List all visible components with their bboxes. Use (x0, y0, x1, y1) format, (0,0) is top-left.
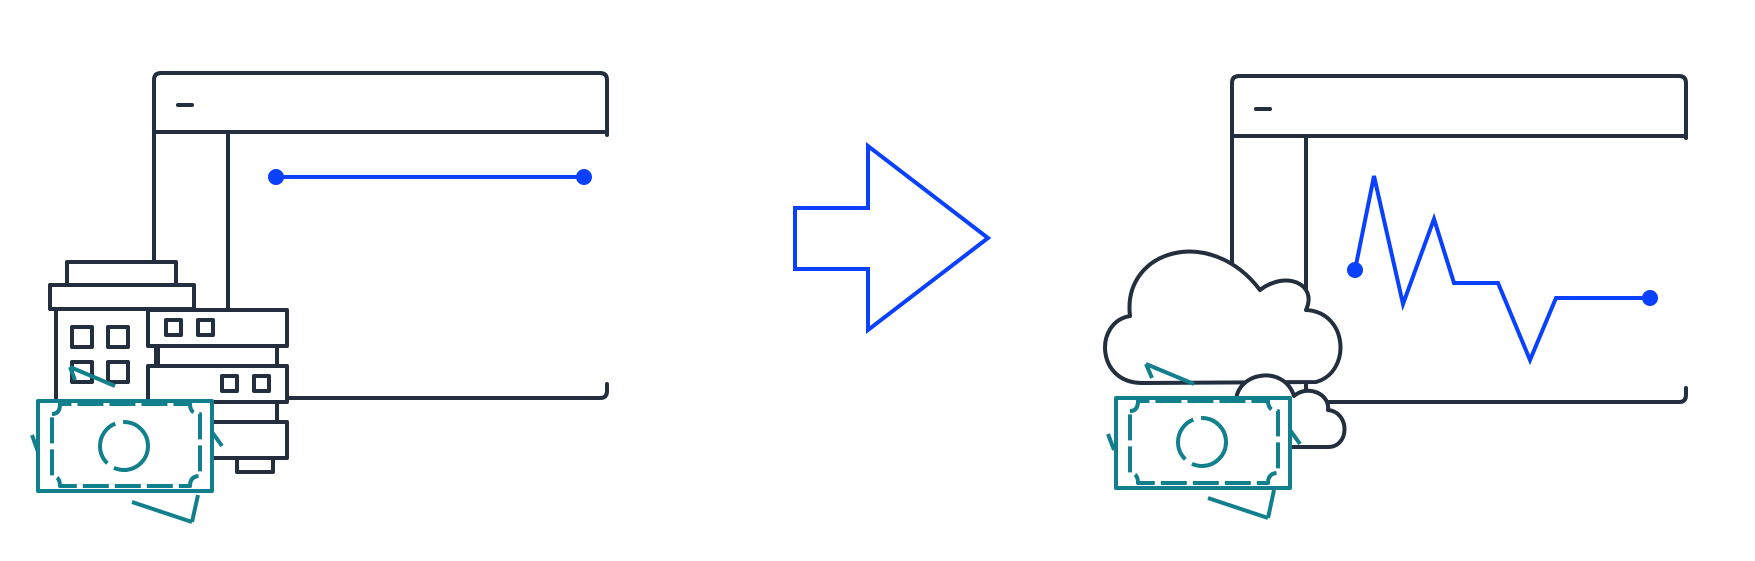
spiky-line (1347, 175, 1658, 366)
after-panel (1103, 74, 1688, 520)
money-icon (30, 365, 224, 524)
arrow-right-icon (793, 141, 992, 335)
flat-line (268, 169, 592, 185)
before-panel (30, 71, 609, 524)
server-rack-icon (146, 308, 289, 474)
money-icon (1106, 362, 1302, 520)
